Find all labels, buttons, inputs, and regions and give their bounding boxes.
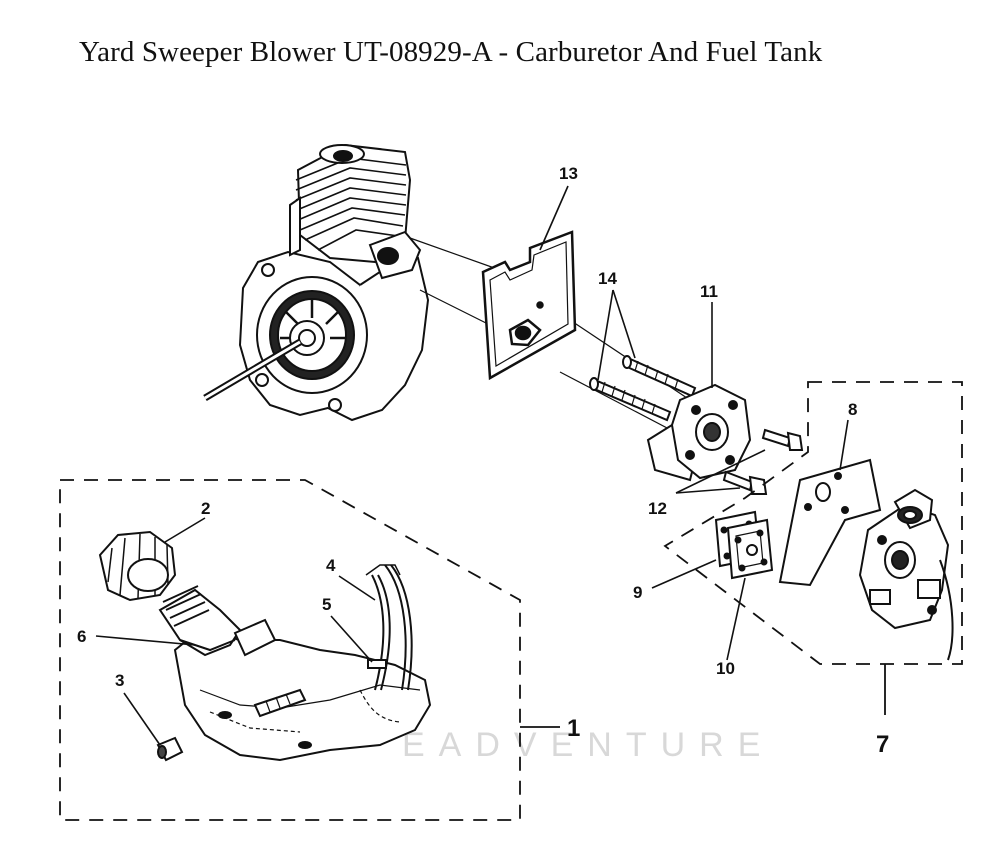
callout-4: 4 [326,556,336,575]
grommet-3 [156,736,184,762]
gasket-10 [726,518,774,580]
carburetor-adapter-11 [646,383,752,482]
bracket-8 [778,458,882,587]
callout-10: 10 [716,659,735,678]
callout-12: 12 [648,499,667,518]
fuel-lines [365,564,413,691]
callout-1: 1 [567,715,580,742]
callout-11: 11 [700,282,718,301]
callout-8: 8 [848,400,857,419]
fuel-tank [158,585,432,762]
callout-13: 13 [559,164,578,183]
callout-7: 7 [876,731,889,758]
callout-14: 14 [598,269,617,288]
bolts-12 [722,428,804,495]
engine-block [203,143,430,422]
callout-9: 9 [633,583,642,602]
carburetor [858,488,954,661]
callout-6: 6 [77,627,86,646]
kit-box-1 [59,479,521,821]
leader-lines [95,185,849,746]
callout-5: 5 [322,595,331,614]
callout-numbers: 1 2 3 4 5 6 7 8 9 10 11 12 13 14 [77,164,889,758]
kit-box-7 [663,381,963,665]
watermark: EADVENTURE [402,726,774,764]
screws-14 [589,355,697,422]
insulator-gasket-13 [481,230,577,381]
callout-2: 2 [201,499,210,518]
page-title: Yard Sweeper Blower UT-08929-A - Carbure… [79,36,823,68]
fuel-cap-2 [98,530,177,602]
callout-3: 3 [115,671,124,690]
